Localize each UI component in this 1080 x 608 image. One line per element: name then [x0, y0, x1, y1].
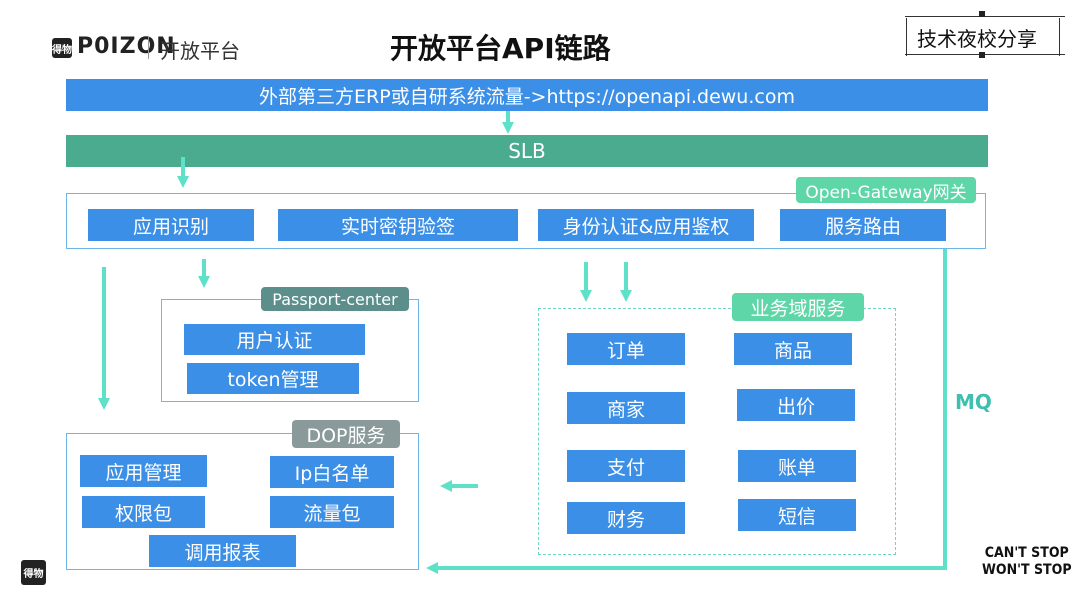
- business-item-order: 订单: [567, 333, 685, 365]
- badge-text: 技术夜校分享: [917, 27, 1037, 51]
- mq-label: MQ: [955, 390, 992, 414]
- slogan: CAN'T STOP WON'T STOP: [982, 545, 1072, 579]
- badge-corner-mark: [979, 11, 985, 17]
- dop-frame: [66, 433, 419, 570]
- gateway-item-signature: 实时密钥验签: [278, 209, 518, 241]
- page-title: 开放平台API链路: [390, 32, 611, 65]
- dop-item-permission: 权限包: [82, 496, 205, 528]
- share-badge: 技术夜校分享: [905, 11, 1065, 58]
- dop-item-app-manage: 应用管理: [80, 455, 207, 487]
- slb-bar: SLB: [66, 135, 988, 167]
- gateway-item-app-identify: 应用识别: [88, 209, 254, 241]
- business-item-bid: 出价: [737, 389, 855, 421]
- platform-label: 开放平台: [160, 39, 240, 63]
- business-item-merchant: 商家: [567, 392, 685, 424]
- gateway-frame: [66, 193, 986, 249]
- business-item-payment: 支付: [567, 450, 685, 482]
- passport-tag: Passport-center: [261, 287, 409, 311]
- dop-item-ip-whitelist: Ip白名单: [270, 456, 394, 488]
- slogan-line-2: WON'T STOP: [982, 562, 1072, 578]
- business-item-product: 商品: [734, 333, 852, 365]
- dop-item-traffic-pack: 流量包: [270, 496, 394, 528]
- footer-logo-icon: 得物: [21, 560, 46, 585]
- brand-name: P0IZON: [77, 34, 176, 59]
- passport-item-token: token管理: [187, 363, 359, 394]
- header-divider: [148, 37, 149, 59]
- traffic-source-bar: 外部第三方ERP或自研系统流量->https://openapi.dewu.co…: [66, 79, 988, 111]
- gateway-item-routing: 服务路由: [780, 209, 946, 241]
- gateway-item-auth: 身份认证&应用鉴权: [538, 209, 754, 241]
- business-item-finance: 财务: [567, 502, 685, 534]
- dop-tag: DOP服务: [292, 420, 400, 448]
- slogan-line-1: CAN'T STOP: [984, 545, 1069, 561]
- gateway-tag: Open-Gateway网关: [796, 177, 976, 203]
- badge-corner-mark: [979, 52, 985, 58]
- dop-item-report: 调用报表: [149, 535, 296, 567]
- dewu-logo-icon: 得物: [52, 38, 72, 58]
- passport-item-user-auth: 用户认证: [184, 324, 365, 355]
- business-tag: 业务域服务: [732, 293, 864, 321]
- business-item-sms: 短信: [738, 499, 856, 531]
- business-item-bill: 账单: [738, 450, 856, 482]
